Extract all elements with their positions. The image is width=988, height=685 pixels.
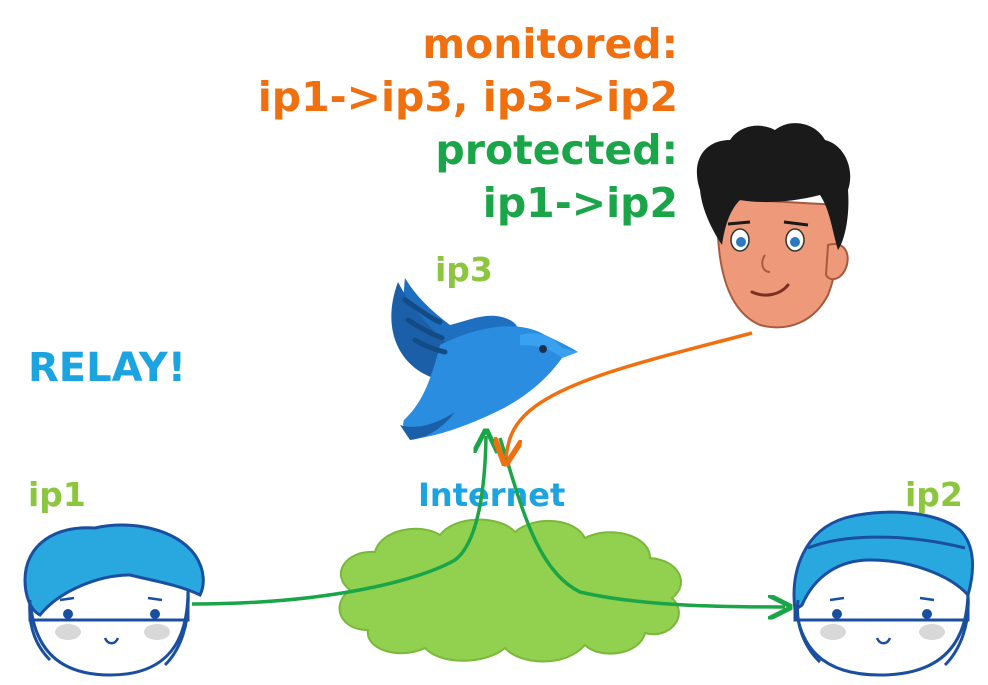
user-ip1-icon — [23, 523, 205, 677]
path-observer — [506, 331, 753, 458]
protected-title: protected: — [435, 126, 678, 174]
monitored-flows: ip1->ip3, ip3->ip2 — [257, 73, 678, 121]
bird-relay-icon — [391, 278, 578, 440]
monitored-title: monitored: — [422, 20, 678, 68]
ip2-label: ip2 — [905, 475, 963, 514]
internet-label: Internet — [418, 476, 566, 514]
user-ip2-icon — [792, 510, 974, 677]
ip1-label: ip1 — [28, 475, 86, 514]
monitored-block: monitored: ip1->ip3, ip3->ip2 protected:… — [258, 18, 678, 230]
path-ip3-to-ip2 — [498, 437, 785, 607]
protected-flows: ip1->ip2 — [482, 179, 678, 227]
internet-cloud-icon — [338, 518, 682, 663]
observer-face-icon — [696, 123, 851, 329]
ip3-label: ip3 — [435, 250, 493, 289]
relay-label: RELAY! — [28, 345, 186, 391]
path-ip1-to-ip3 — [191, 436, 486, 606]
